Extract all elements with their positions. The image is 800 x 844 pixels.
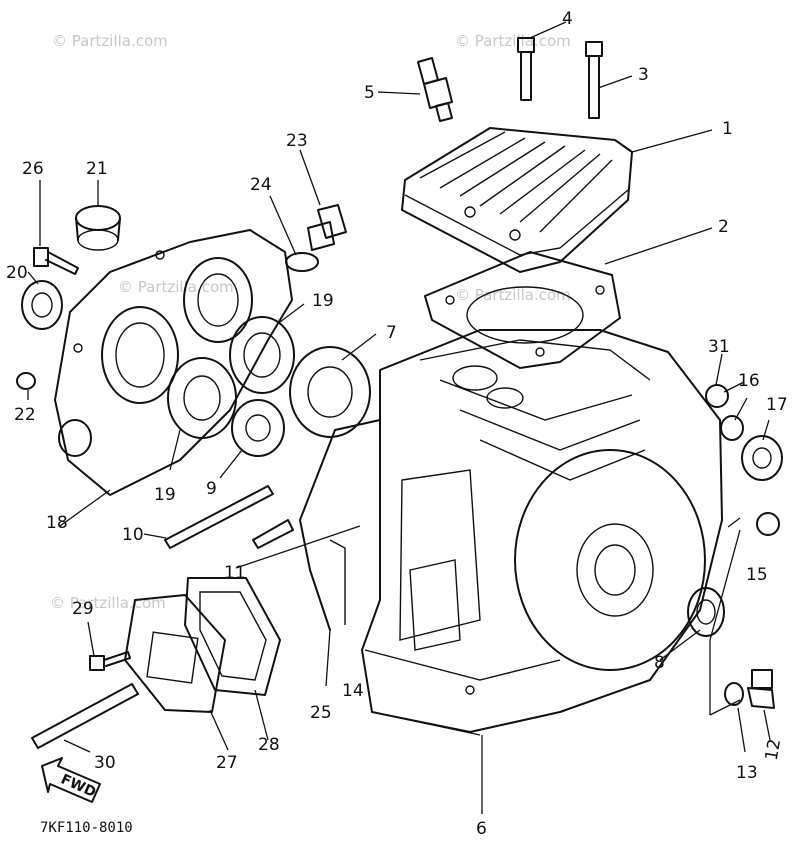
watermark-4: © Partzilla.com bbox=[50, 594, 166, 612]
spark-plug bbox=[417, 57, 453, 122]
callout-29: 29 bbox=[72, 599, 94, 619]
callout-18: 18 bbox=[46, 513, 68, 533]
callout-14: 14 bbox=[342, 681, 364, 701]
callout-3: 3 bbox=[638, 65, 649, 85]
callout-15: 15 bbox=[746, 565, 768, 585]
callout-6: 6 bbox=[476, 819, 487, 839]
callout-20: 20 bbox=[6, 263, 28, 283]
callout-30: 30 bbox=[94, 753, 116, 773]
side-cover-gasket-28 bbox=[184, 577, 281, 696]
bearing-19-upper bbox=[229, 316, 295, 394]
cap-31 bbox=[705, 384, 729, 408]
cap-16 bbox=[720, 415, 744, 441]
oil-seal-20 bbox=[21, 280, 63, 330]
washer-13 bbox=[724, 682, 744, 706]
callout-5: 5 bbox=[364, 83, 375, 103]
breather-plug bbox=[307, 204, 347, 251]
main-bearing bbox=[289, 346, 371, 438]
callout-19-lower: 19 bbox=[154, 485, 176, 505]
cylinder-head bbox=[401, 127, 633, 273]
head-bolt-3 bbox=[585, 41, 603, 119]
callout-12: 12 bbox=[762, 737, 785, 762]
crankcase bbox=[361, 329, 723, 736]
rod-30 bbox=[31, 683, 139, 749]
dowel-ring bbox=[75, 205, 121, 251]
o-ring-24 bbox=[285, 252, 319, 272]
callout-28: 28 bbox=[258, 735, 280, 755]
callout-24: 24 bbox=[250, 175, 272, 195]
callout-25: 25 bbox=[310, 703, 332, 723]
callout-4: 4 bbox=[562, 9, 573, 29]
bearing-19-lower bbox=[167, 357, 237, 439]
watermark-3: © Partzilla.com bbox=[118, 278, 234, 296]
callout-26: 26 bbox=[22, 159, 44, 179]
washer-22 bbox=[16, 372, 36, 390]
side-cover-27 bbox=[124, 594, 226, 713]
head-gasket bbox=[424, 251, 621, 369]
bearing-9 bbox=[231, 399, 285, 457]
callout-8: 8 bbox=[654, 653, 665, 673]
gasket-25 bbox=[299, 419, 381, 631]
fwd-arrow-icon: FWD bbox=[41, 757, 101, 803]
callout-9: 9 bbox=[206, 479, 217, 499]
gasket-14 bbox=[329, 539, 346, 625]
callout-16: 16 bbox=[738, 371, 760, 391]
callout-21: 21 bbox=[86, 159, 108, 179]
callout-31: 31 bbox=[708, 337, 730, 357]
bolt-29 bbox=[89, 651, 131, 671]
oil-seal-8 bbox=[687, 587, 725, 637]
stud-10 bbox=[164, 485, 274, 549]
diagram-code: 7KF110-8010 bbox=[40, 820, 133, 836]
pin-11 bbox=[252, 519, 294, 549]
bolt-26 bbox=[33, 247, 79, 275]
callout-23: 23 bbox=[286, 131, 308, 151]
callout-13: 13 bbox=[736, 763, 758, 783]
cap-17 bbox=[741, 435, 783, 481]
head-bolt-4 bbox=[517, 37, 535, 101]
callout-11: 11 bbox=[224, 563, 246, 583]
callout-1: 1 bbox=[722, 119, 733, 139]
watermark-1: © Partzilla.com bbox=[52, 32, 168, 50]
watermark-2: © Partzilla.com bbox=[455, 32, 571, 50]
callout-19-upper: 19 bbox=[312, 291, 334, 311]
watermark-5: © Partzilla.com bbox=[455, 286, 571, 304]
callout-7: 7 bbox=[386, 323, 397, 343]
drain-bolt bbox=[747, 669, 775, 709]
callout-2: 2 bbox=[718, 217, 729, 237]
callout-27: 27 bbox=[216, 753, 238, 773]
callout-22: 22 bbox=[14, 405, 36, 425]
crankcase-cover bbox=[54, 229, 293, 496]
callout-17: 17 bbox=[766, 395, 788, 415]
callout-10: 10 bbox=[122, 525, 144, 545]
plug-15 bbox=[756, 512, 780, 536]
